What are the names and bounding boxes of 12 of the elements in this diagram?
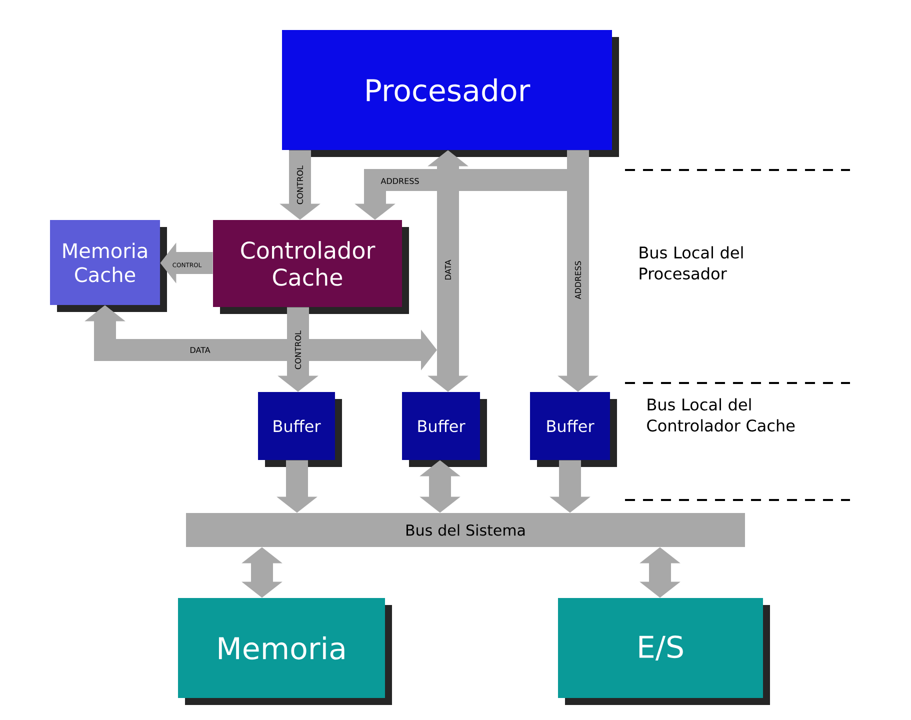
buffer-box: Buffer — [258, 392, 342, 467]
buffer-box: Buffer — [530, 392, 617, 467]
cache-memory-box: Memoria Cache — [50, 220, 167, 312]
bus-caption: Bus Local del Procesador — [640, 246, 743, 280]
edge-label: DATA — [444, 259, 452, 281]
processor-box: Procesador — [282, 30, 619, 157]
bus-caption: Bus Local del Controlador Cache — [647, 398, 795, 432]
cache-controller-box: Controlador Cache — [213, 220, 409, 314]
buffer-box: Buffer — [402, 392, 487, 467]
io-box: E/S — [558, 598, 770, 705]
edge-label: DATA — [189, 346, 211, 354]
memory-box: Memoria — [178, 598, 392, 705]
